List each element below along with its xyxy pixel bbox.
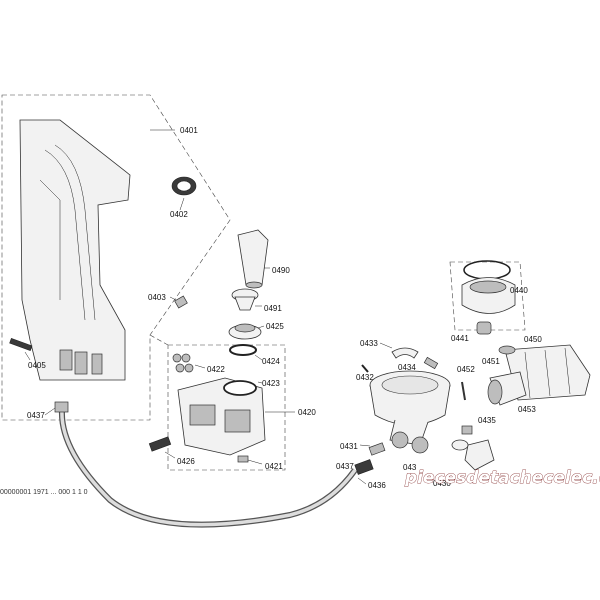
heater-unit-0440	[461, 260, 516, 314]
part-label-0433: 0433	[360, 339, 378, 348]
sump-housing-0420	[177, 377, 266, 456]
dosing-tube-0490	[237, 229, 269, 289]
part-label-0425: 0425	[266, 322, 284, 331]
part-label-0421: 0421	[265, 462, 283, 471]
part-label-0452: 0452	[457, 365, 475, 374]
fitting-0403	[174, 295, 188, 309]
part-label-0437-left: 0437	[27, 411, 45, 420]
hose-fitting-0431	[368, 442, 386, 456]
drain-hose-0437	[54, 401, 358, 528]
part-label-0440: 0440	[510, 286, 528, 295]
part-label-0401: 0401	[180, 126, 198, 135]
part-label-0490: 0490	[272, 266, 290, 275]
part-label-0423: 0423	[262, 379, 280, 388]
part-label-0453: 0453	[518, 405, 536, 414]
part-label-0405: 0405	[28, 361, 46, 370]
part-label-0403: 0403	[148, 293, 166, 302]
part-label-0402: 0402	[170, 210, 188, 219]
part-label-0437-bottom: 0437	[336, 462, 354, 471]
pump-motor-0450	[498, 344, 591, 401]
group-outline-0420-top	[149, 334, 169, 346]
lid-0425	[228, 323, 262, 340]
part-label-0491: 0491	[264, 304, 282, 313]
part-label-0420: 0420	[298, 408, 316, 417]
part-label-0422: 0422	[207, 365, 225, 374]
part-label-0441: 0441	[451, 334, 469, 343]
group-outline-0440	[449, 261, 526, 331]
coupling-0436	[354, 459, 374, 475]
part-label-0424: 0424	[262, 357, 280, 366]
part-label-0436: 0436	[368, 481, 386, 490]
document-code: 00000001 1971 ... 000 1 1 0	[0, 489, 88, 496]
funnel-0491	[231, 288, 259, 311]
ring-seal-0402	[171, 176, 197, 196]
part-label-043x: 043	[403, 463, 417, 472]
latch-0434	[423, 356, 439, 370]
part-label-0450: 0450	[524, 335, 542, 344]
gasket-0424	[229, 344, 257, 356]
part-label-0451: 0451	[482, 357, 500, 366]
part-label-0431: 0431	[340, 442, 358, 451]
cup-0441	[476, 321, 492, 335]
part-label-0435: 0435	[478, 416, 496, 425]
watermark-text: piecesdetachecelec.com	[404, 468, 600, 488]
sensor-0435	[451, 425, 495, 471]
cover-panel-part	[19, 119, 131, 381]
clip-0426	[148, 436, 172, 452]
screw-0421	[237, 455, 249, 463]
latch-0405	[9, 337, 33, 351]
part-label-0432: 0432	[356, 373, 374, 382]
part-label-0426: 0426	[177, 457, 195, 466]
small-seals-0422	[172, 353, 194, 373]
key-0452	[461, 381, 466, 401]
group-outline-0420	[167, 344, 286, 471]
part-label-0430: 0430	[433, 479, 451, 488]
screw-0432	[361, 364, 369, 373]
clamp-0433	[391, 347, 419, 359]
part-label-0434: 0434	[398, 363, 416, 372]
pump-housing-0430	[369, 370, 451, 454]
impeller-0453	[487, 371, 527, 406]
